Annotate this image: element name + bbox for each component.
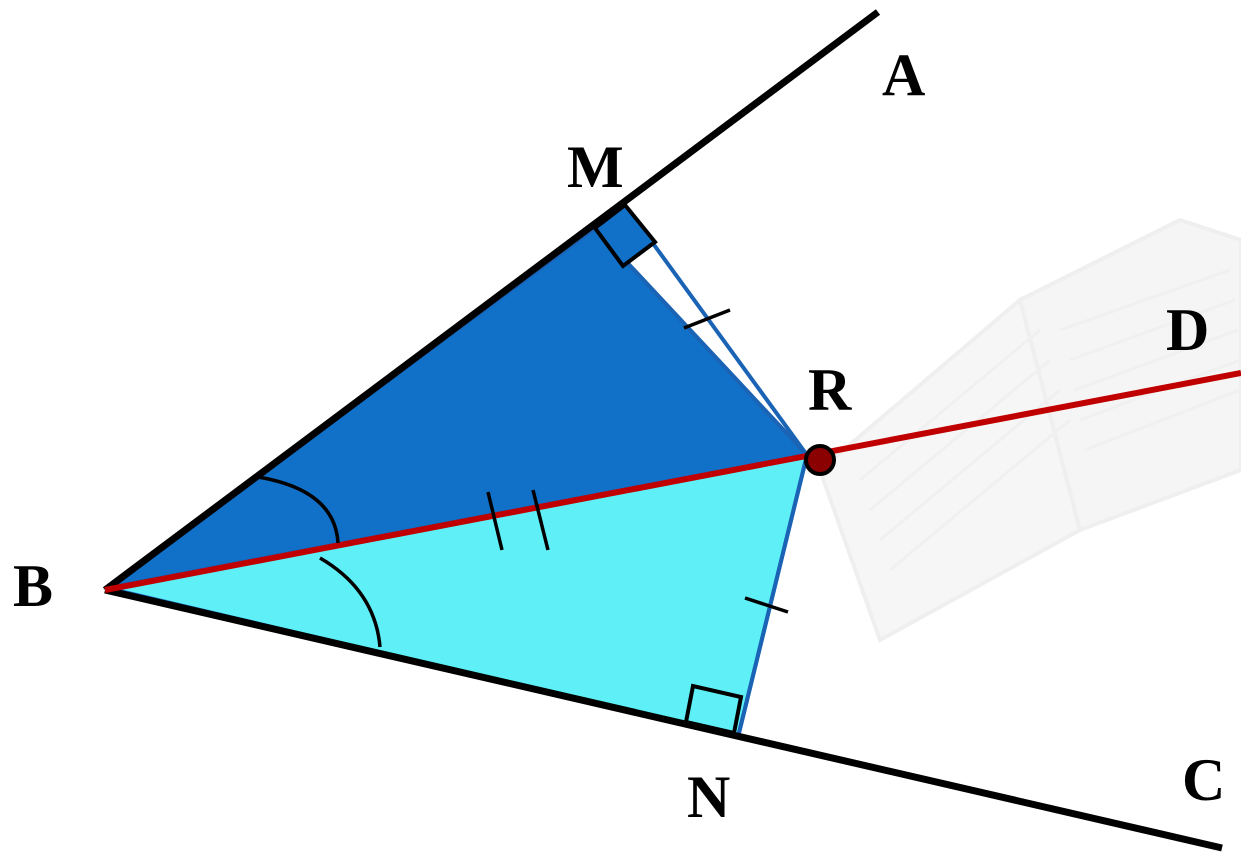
segment-nr [736,454,809,738]
label-b: B [13,553,53,619]
tick-mark-nr [744,596,789,614]
label-a: A [882,42,925,108]
right-angle-mark-n [683,683,744,736]
label-m: M [567,134,624,200]
point-r-dot [804,444,836,476]
segment-mr [623,203,809,457]
label-d: D [1166,297,1209,363]
label-c: C [1182,747,1225,813]
ray-bc [104,586,1223,852]
angle-arc-mbr [257,475,340,544]
angle-arc-rbn [319,556,382,648]
double-tick-mark-br-1 [486,491,504,551]
tick-mark-mr [683,308,731,330]
double-tick-mark-br-2 [531,489,550,551]
ray-ba [102,9,881,593]
bisector-bd [104,370,1241,593]
label-r: R [808,357,852,423]
right-angle-mark-m [592,202,658,269]
label-n: N [687,764,730,830]
book-watermark-icon [817,217,1241,643]
